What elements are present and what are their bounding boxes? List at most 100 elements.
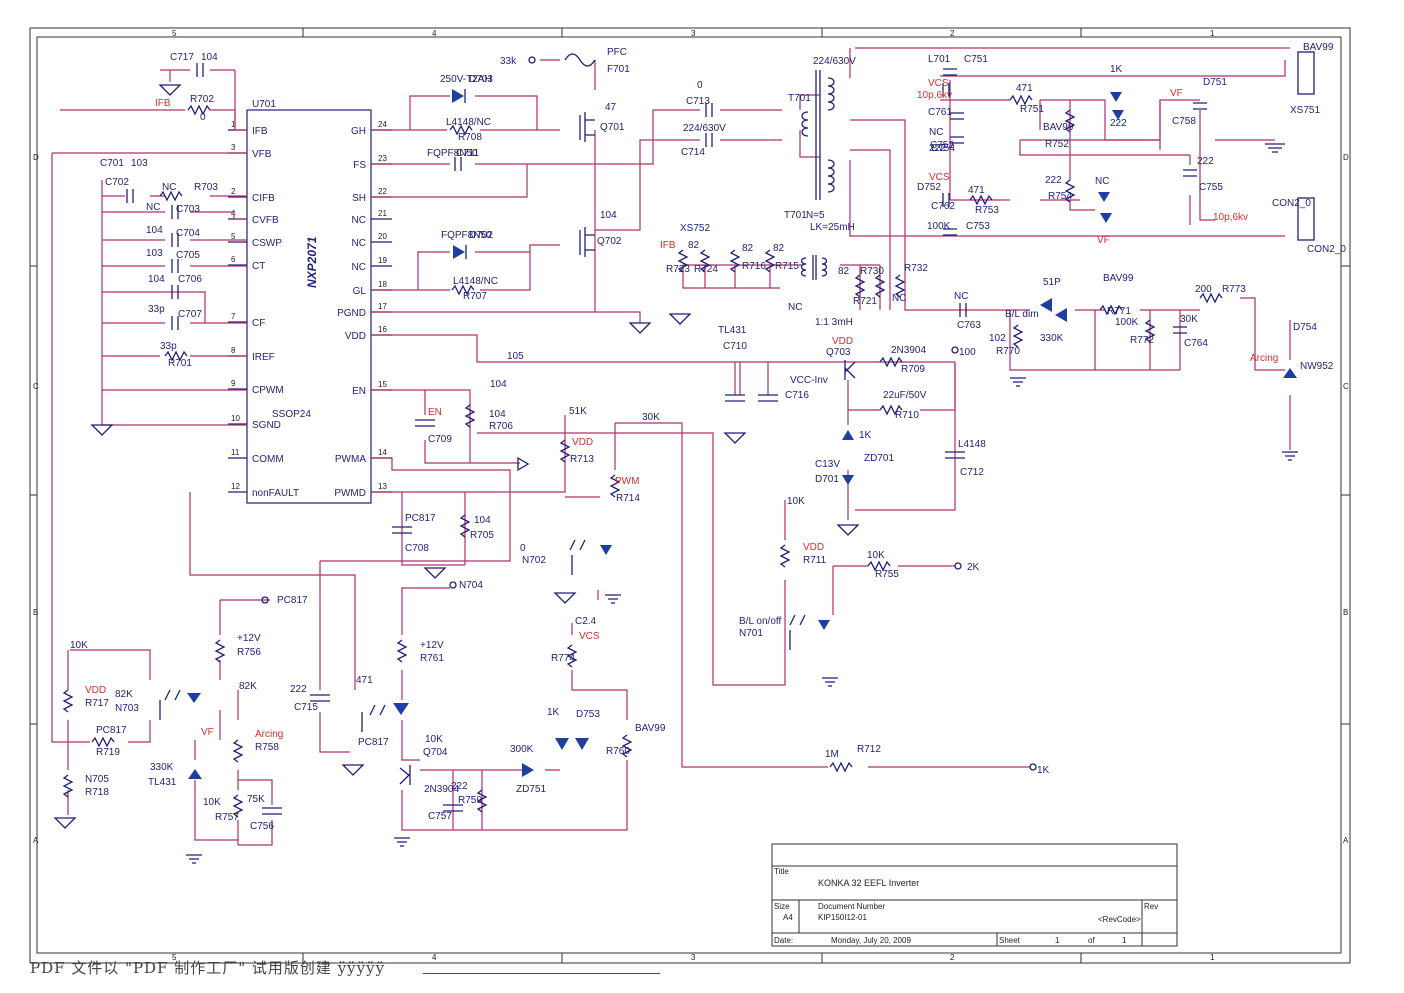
resistor-symbol-r759: [476, 789, 488, 813]
component-label: C717: [170, 52, 194, 63]
component-label: C702: [105, 177, 129, 188]
component-label: C762: [931, 201, 955, 212]
component-label: N705: [85, 774, 109, 785]
zone-row-d-left: D: [33, 153, 39, 162]
component-label: C752: [930, 140, 954, 151]
transformer-symbols: [564, 53, 835, 280]
component-label: BAV99: [1103, 273, 1134, 284]
resistor-symbol-r705: [459, 514, 471, 538]
component-label: Arcing: [1250, 353, 1278, 364]
ic-pin-number: 20: [378, 232, 387, 241]
component-label: NC: [892, 293, 906, 304]
resistor-symbol-r715: [764, 249, 776, 273]
component-label: R711: [803, 555, 827, 566]
component-label: NC: [954, 291, 968, 302]
component-label: R771: [1107, 306, 1131, 317]
title-label: Title: [774, 867, 789, 876]
resistor-symbol-r707: [451, 284, 475, 296]
ic-pin-number: 17: [378, 302, 387, 311]
resistor-symbol-r770: [1012, 324, 1024, 348]
component-label: R712: [857, 744, 881, 755]
zone-row-a-right: A: [1343, 836, 1349, 845]
ic-pin-number: 7: [231, 312, 236, 321]
component-label: Arcing: [255, 729, 283, 740]
component-label: 1M: [825, 749, 839, 760]
component-label: CON2_0: [1307, 244, 1346, 255]
component-label: Q703: [826, 347, 851, 358]
component-label: T701: [784, 210, 807, 221]
component-label: R718: [85, 787, 109, 798]
ic-pin-number: 23: [378, 154, 387, 163]
ic-pin-number: 14: [378, 448, 387, 457]
zone-row-b-right: B: [1343, 608, 1348, 617]
component-label: VDD: [85, 685, 106, 696]
component-label: C755: [1199, 182, 1223, 193]
capacitor-symbols: [126, 63, 1207, 815]
resistor-symbol-r714: [609, 474, 621, 498]
ic-pin-number: 24: [378, 120, 387, 129]
ic-pin-name: NC: [352, 215, 366, 226]
component-label: PFC: [607, 47, 627, 58]
ic-pin-name: VFB: [252, 149, 272, 160]
resistor-symbol-r719: [91, 736, 115, 748]
zone-col-2-top: 2: [950, 29, 955, 38]
ic-pin-name: PGND: [337, 308, 366, 319]
component-label: 222: [1045, 175, 1062, 186]
resistor-symbol-r760: [621, 734, 633, 758]
component-label: 30K: [642, 412, 660, 423]
resistor-symbol-r718: [62, 774, 74, 798]
ic-pins: 1IFB3VFB2CIFB4CVFB5CSWP6CT7CF8IREF9CPWM1…: [228, 120, 392, 499]
component-label: C704: [176, 228, 200, 239]
component-label: N701: [739, 628, 763, 639]
component-label: +12V: [237, 633, 261, 644]
component-label: R707: [463, 291, 487, 302]
component-label: 33p: [148, 304, 165, 315]
component-label: VCS: [579, 631, 600, 642]
ic-pin-number: 5: [231, 232, 236, 241]
ic-part-label: NXP2071: [305, 236, 319, 288]
component-label: Q701: [600, 122, 625, 133]
component-label: L4148/NC: [446, 117, 491, 128]
component-label: 100: [959, 347, 976, 358]
component-label: 82: [838, 266, 850, 277]
component-label: 471: [356, 675, 373, 686]
component-label: XS751: [1290, 105, 1320, 116]
zone-col-5-top: 5: [172, 29, 177, 38]
component-label: 102: [989, 333, 1006, 344]
docnum-label: Document Number: [818, 902, 885, 911]
rev-label: Rev: [1144, 902, 1158, 911]
component-label: 82K: [239, 681, 257, 692]
component-label: C756: [250, 821, 274, 832]
zone-row-c-right: C: [1343, 382, 1349, 391]
ic-pin-name: NC: [352, 238, 366, 249]
resistor-symbol-r702: [187, 104, 211, 116]
component-label: B/L on/off: [739, 616, 781, 627]
component-label: VF: [1170, 88, 1183, 99]
component-label: 222: [1110, 118, 1127, 129]
component-label: 471: [1016, 83, 1033, 94]
component-label: 10K: [867, 550, 885, 561]
component-label: 0: [697, 80, 703, 91]
zone-col-1-top: 1: [1210, 29, 1215, 38]
component-label: R702: [190, 94, 214, 105]
component-label: C712: [960, 467, 984, 478]
rev-value: <RevCode>: [1098, 915, 1141, 924]
component-label: 222: [290, 684, 307, 695]
ic-pin-number: 13: [378, 482, 387, 491]
component-label: TL431: [718, 325, 747, 336]
component-label: B/L dim: [1005, 309, 1039, 320]
component-label: N=5: [806, 210, 825, 221]
resistor-symbol-r721: [894, 274, 906, 298]
component-label: C714: [681, 147, 705, 158]
ic-pin-number: 16: [378, 325, 387, 334]
component-label: 104: [148, 274, 165, 285]
component-label: N704: [459, 580, 483, 591]
component-label: C764: [1184, 338, 1208, 349]
date-label: Date:: [774, 936, 793, 945]
component-label: 2N3904: [891, 345, 926, 356]
component-label: 222: [1197, 156, 1214, 167]
component-label: 82: [688, 240, 700, 251]
resistor-symbol-r730: [854, 274, 866, 298]
component-label: BAV99: [1303, 42, 1334, 53]
